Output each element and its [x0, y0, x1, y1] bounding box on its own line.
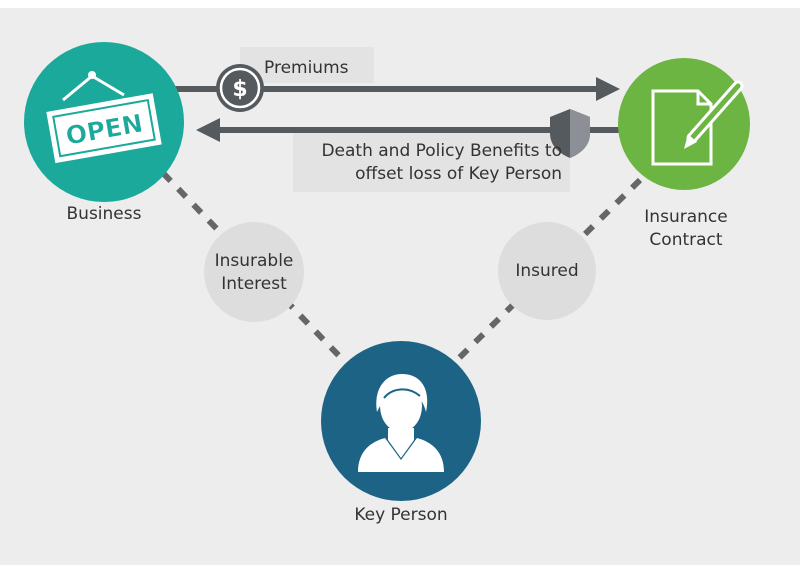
benefits-label-line1: Death and Policy Benefits to [321, 141, 562, 161]
pen-icon [684, 80, 744, 149]
benefits-arrowhead [196, 118, 220, 142]
dollar-coin-icon: $ [216, 64, 264, 112]
benefits-banner [293, 131, 570, 192]
open-sign-text: OPEN [64, 109, 145, 151]
open-sign-icon: OPEN [46, 71, 162, 164]
insurable-interest-label: Insurable Interest [204, 250, 304, 296]
svg-text:$: $ [232, 77, 247, 102]
key-person-node [321, 341, 481, 501]
business-label: Business [66, 204, 142, 224]
insurance-contract-node [618, 58, 750, 190]
business-node: OPEN [24, 42, 184, 202]
insured-bubble [498, 222, 596, 320]
insurance-contract-label: Insurance Contract [634, 206, 738, 252]
benefits-label-line2: offset loss of Key Person [355, 164, 562, 184]
premiums-label: Premiums [264, 58, 349, 78]
insurance-contract-label-line2: Contract [649, 230, 723, 250]
contract-document-icon [651, 89, 713, 166]
insurance-contract-label-line1: Insurance [644, 207, 728, 227]
person-icon [358, 374, 444, 472]
insurable-interest-bubble [204, 222, 304, 322]
key-person-label: Key Person [354, 505, 448, 525]
insurable-interest-label-line2: Interest [221, 274, 287, 294]
insurable-interest-label-line1: Insurable [214, 251, 294, 271]
insured-label: Insured [515, 261, 579, 281]
premiums-banner [240, 47, 374, 83]
shield-icon [550, 109, 590, 158]
premiums-arrowhead [596, 77, 620, 101]
benefits-label: Death and Policy Benefits to offset loss… [300, 140, 562, 186]
